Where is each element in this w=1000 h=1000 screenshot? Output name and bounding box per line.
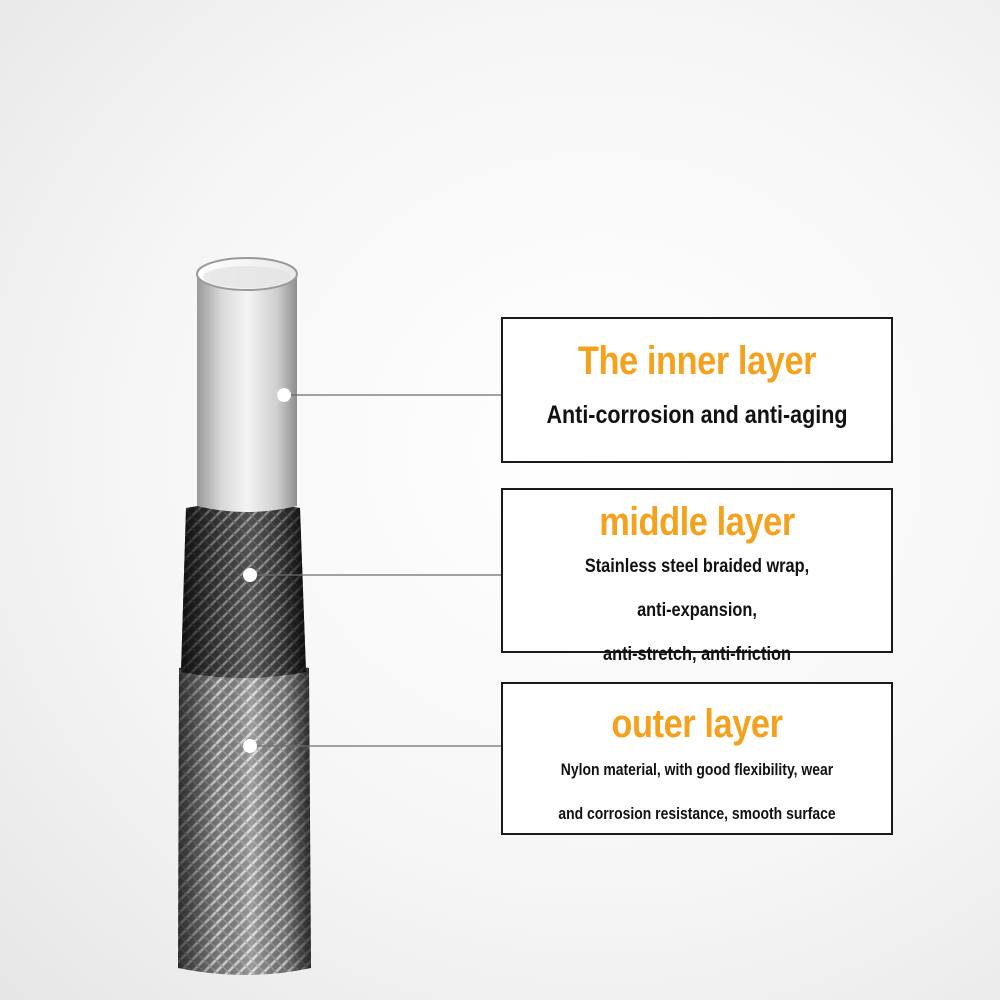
inner-layer-callout: The inner layer Anti-corrosion and anti-…: [501, 317, 893, 463]
outer-layer-callout: outer layer Nylon material, with good fl…: [501, 682, 893, 835]
inner-layer-leader: [277, 388, 502, 402]
middle-layer-description-line: anti-stretch, anti-friction: [603, 644, 791, 665]
middle-layer-description-line: anti-expansion,: [637, 600, 757, 621]
middle-layer-leader: [243, 568, 502, 582]
inner-layer-title: The inner layer: [577, 339, 817, 383]
middle-layer-title: middle layer: [599, 500, 795, 544]
outer-layer-segment: [178, 661, 311, 975]
outer-layer-leader: [243, 739, 502, 753]
inner-layer-description-line: Anti-corrosion and anti-aging: [546, 401, 848, 429]
middle-layer-description-line: Stainless steel braided wrap,: [584, 556, 810, 577]
middle-layer-segment: [181, 502, 306, 678]
outer-layer-description-line: Nylon material, with good flexibility, w…: [560, 760, 834, 779]
outer-layer-title: outer layer: [611, 702, 783, 746]
middle-layer-callout: middle layer Stainless steel braided wra…: [501, 488, 893, 665]
outer-layer-description-line: and corrosion resistance, smooth surface: [558, 804, 836, 823]
inner-layer-segment: [196, 257, 298, 512]
